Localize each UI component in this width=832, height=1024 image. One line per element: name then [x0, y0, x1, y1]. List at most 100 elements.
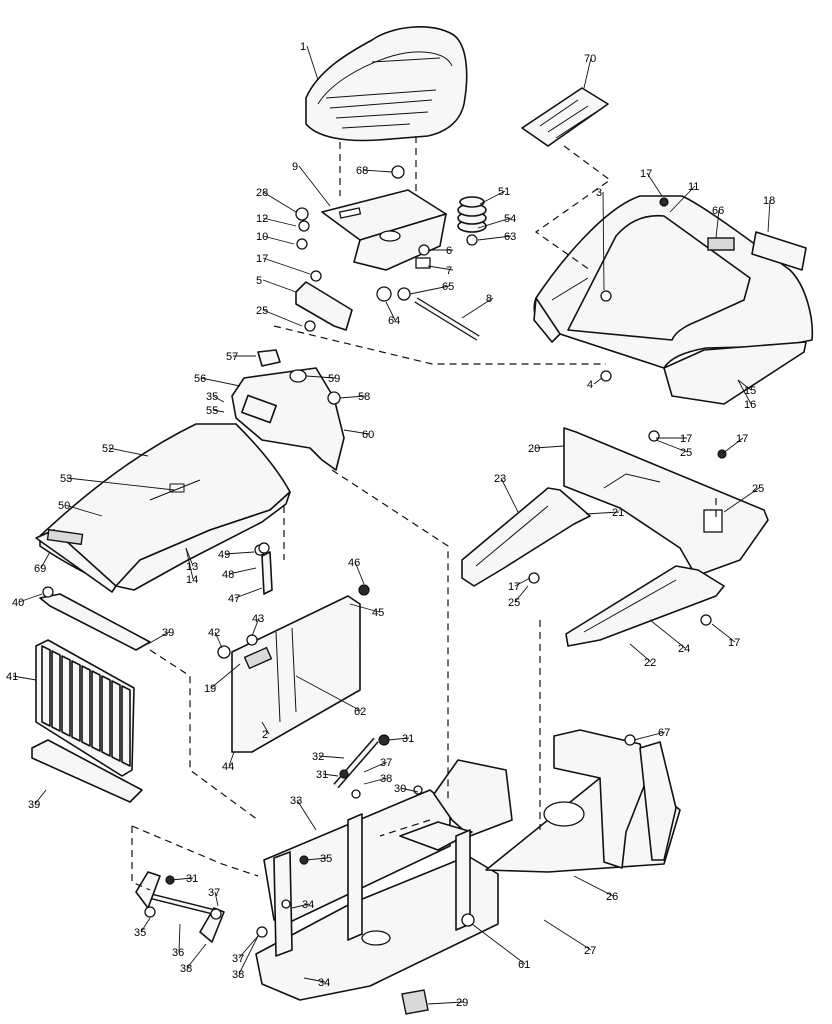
leader-c56 [200, 377, 241, 387]
leader-c34b [303, 977, 326, 983]
callout-c35b: 35 [320, 853, 332, 865]
leader-c18 [767, 199, 771, 233]
leader-c35b [305, 857, 328, 861]
leader-c14 [185, 547, 194, 580]
grille-fin [111, 680, 121, 762]
callout-c68: 68 [356, 165, 368, 177]
leader-c55 [212, 409, 225, 413]
callout-c63: 63 [504, 231, 516, 243]
leader-c64 [385, 301, 396, 321]
leader-c25d [514, 585, 529, 603]
leader-c38b [186, 943, 207, 969]
assembly-lines [131, 136, 717, 891]
callout-c39a: 39 [162, 627, 174, 639]
callout-c14: 14 [186, 574, 198, 586]
leader-c38c [238, 935, 259, 975]
callout-c46: 46 [348, 557, 360, 569]
leader-c19 [210, 663, 241, 689]
callout-c16: 16 [744, 399, 756, 411]
leader-c15 [737, 379, 752, 391]
leader-c40 [18, 593, 43, 603]
shift-plate [521, 87, 609, 147]
callout-c19: 19 [204, 683, 216, 695]
callout-c4: 4 [587, 379, 593, 391]
callout-c21: 21 [612, 507, 624, 519]
callout-c31b: 31 [316, 769, 328, 781]
leader-c28 [262, 191, 297, 213]
leader-c61 [471, 923, 526, 965]
callout-c35c: 35 [134, 927, 146, 939]
seat [305, 26, 468, 142]
leader-c49 [224, 551, 255, 555]
leader-c52 [108, 447, 149, 457]
leader-c36 [178, 923, 181, 953]
callout-c56: 56 [194, 373, 206, 385]
callout-c48: 48 [222, 569, 234, 581]
grille-fin [101, 675, 111, 757]
leader-c35a [212, 395, 225, 403]
callout-c59: 59 [328, 373, 340, 385]
grille-fin [91, 670, 101, 752]
leader-c59 [305, 375, 336, 379]
leader-c44 [228, 751, 235, 767]
callout-c17e: 17 [508, 581, 520, 593]
leader-c31a [387, 737, 410, 741]
leader-c33 [296, 799, 317, 831]
leader-c22 [629, 643, 652, 663]
main-frame [255, 759, 513, 1015]
callout-c43: 43 [252, 613, 264, 625]
callout-c10: 10 [256, 231, 268, 243]
leader-c7 [427, 265, 454, 271]
callout-c38c: 38 [232, 969, 244, 981]
leader-c69 [40, 551, 51, 569]
callout-c52: 52 [102, 443, 114, 455]
leader-c23 [500, 477, 519, 513]
callout-c49: 49 [218, 549, 230, 561]
leader-c48 [228, 567, 257, 575]
leader-c38a [363, 777, 388, 785]
callout-c23: 23 [494, 473, 506, 485]
callout-c13: 13 [186, 561, 198, 573]
callout-c31c: 31 [186, 873, 198, 885]
callout-c26: 26 [606, 891, 618, 903]
callout-c17f: 17 [728, 637, 740, 649]
callout-c33: 33 [290, 795, 302, 807]
callout-c31a: 31 [402, 733, 414, 745]
callout-c40: 40 [12, 597, 24, 609]
leader-c25a [262, 309, 303, 327]
leader-c30 [400, 787, 419, 793]
callout-c27: 27 [584, 945, 596, 957]
pivot-rod [414, 297, 480, 341]
rear-frame [485, 729, 681, 873]
leader-c35c [140, 917, 151, 933]
footrest-left [461, 487, 591, 587]
callout-c37a: 37 [380, 757, 392, 769]
callout-c50: 50 [58, 500, 70, 512]
callout-c29: 29 [456, 997, 468, 1009]
callout-c47: 47 [228, 593, 240, 605]
leader-c42 [214, 631, 223, 649]
callout-c62: 62 [354, 706, 366, 718]
seat-bracket [321, 189, 447, 271]
leader-c65 [409, 285, 450, 295]
callout-c38a: 38 [380, 773, 392, 785]
grille-fin [71, 660, 81, 742]
callout-c66: 66 [712, 205, 724, 217]
callout-c67: 67 [658, 727, 670, 739]
callout-c70: 70 [584, 53, 596, 65]
fender-pan [533, 195, 814, 405]
seat-spring [457, 196, 487, 233]
leader-c37c [238, 935, 259, 959]
callout-c51: 51 [498, 186, 510, 198]
hood [35, 423, 291, 593]
leader-c25b [655, 439, 688, 453]
leader-c27 [543, 919, 592, 951]
leader-c17b [646, 172, 663, 197]
leader-c17a [262, 257, 311, 275]
grille-fin [61, 655, 71, 737]
leader-c20 [534, 445, 565, 449]
leader-lines [12, 45, 771, 1005]
callout-c17c: 17 [680, 433, 692, 445]
callout-c60: 60 [362, 429, 374, 441]
